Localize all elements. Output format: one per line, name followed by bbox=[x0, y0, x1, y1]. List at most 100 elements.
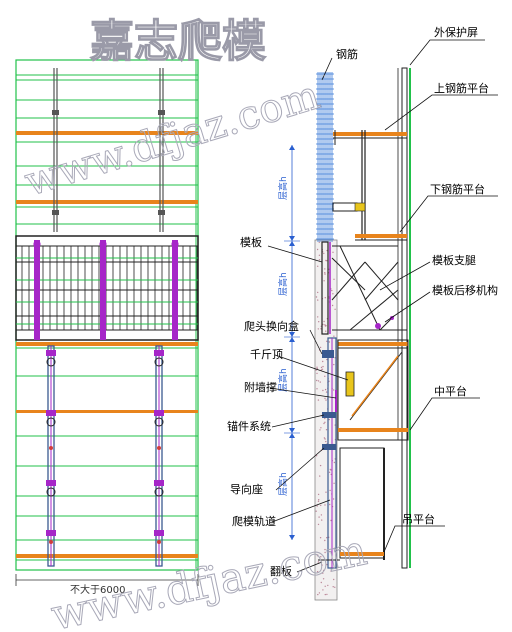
callout-labels: 钢筋 外保护屏 上钢筋平台 下钢筋平台 模板 模板支腿 模板后移机构 爬头换向盒… bbox=[227, 25, 498, 578]
aggregate-dot bbox=[315, 296, 318, 298]
aggregate-dot bbox=[318, 259, 321, 261]
aggregate-dot bbox=[328, 380, 330, 382]
aggregate-dot bbox=[327, 584, 329, 587]
width-dimension-label: 不大于6000 bbox=[70, 583, 125, 596]
aggregate-dot bbox=[319, 429, 321, 431]
label-middle-platform: 中平台 bbox=[434, 384, 467, 398]
watermark-title: 嘉志爬模 bbox=[90, 16, 266, 67]
aggregate-dot bbox=[324, 593, 326, 596]
watermark-url-bottom: www.dfjaz.com bbox=[47, 525, 371, 632]
aggregate-dot bbox=[324, 273, 326, 275]
aggregate-dot bbox=[320, 366, 323, 369]
storey-height-1: 层高h bbox=[277, 176, 289, 200]
climbing-head-box bbox=[322, 350, 334, 358]
guide-seat-shape bbox=[322, 444, 336, 450]
aggregate-dot bbox=[330, 519, 332, 522]
aggregate-dot bbox=[317, 399, 320, 401]
aggregate-dot bbox=[320, 514, 323, 516]
aggregate-dot bbox=[318, 254, 321, 256]
aggregate-dot bbox=[333, 363, 335, 366]
aggregate-dot bbox=[323, 280, 325, 282]
label-rebar: 钢筋 bbox=[336, 47, 358, 61]
aggregate-dot bbox=[325, 491, 327, 493]
aggregate-dot bbox=[323, 320, 325, 323]
hanging-deck-front bbox=[16, 554, 198, 558]
aggregate-dot bbox=[323, 437, 326, 439]
aggregate-dot bbox=[324, 417, 326, 420]
aggregate-dot bbox=[318, 516, 320, 518]
front-elevation: 不大于6000 bbox=[15, 59, 199, 596]
aggregate-dot bbox=[325, 391, 328, 393]
aggregate-dot bbox=[324, 297, 326, 299]
rebar-bundle bbox=[316, 72, 334, 242]
section-view: 层高h 层高h 层高h 层高h bbox=[277, 67, 411, 601]
upper-rails bbox=[16, 74, 198, 225]
aggregate-dot bbox=[324, 388, 327, 391]
aggregate-dot bbox=[323, 252, 325, 255]
aggregate-dot bbox=[324, 268, 326, 270]
label-guide-seat: 导向座 bbox=[230, 482, 263, 496]
rail-bolts bbox=[46, 357, 164, 497]
aggregate-dot bbox=[321, 564, 323, 566]
label-formwork-retreat: 模板后移机构 bbox=[432, 283, 498, 297]
formwork-section bbox=[321, 241, 331, 335]
aggregate-dot bbox=[320, 504, 322, 507]
aggregate-dot bbox=[316, 248, 319, 251]
aggregate-dot bbox=[333, 547, 336, 549]
aggregate-dot bbox=[325, 330, 327, 332]
upper-rebar-platform bbox=[333, 130, 407, 240]
middle-platform-deck-front bbox=[16, 342, 198, 346]
aggregate-dot bbox=[324, 397, 326, 400]
aggregate-dot bbox=[317, 291, 319, 294]
aggregate-dot bbox=[324, 375, 326, 377]
aggregate-dot bbox=[324, 421, 326, 423]
aggregate-dot bbox=[325, 440, 327, 443]
aggregate-dot bbox=[332, 586, 334, 588]
aggregate-dot bbox=[328, 471, 331, 473]
storey-dimension-chain: 层高h 层高h 层高h 层高h bbox=[277, 145, 300, 540]
aggregate-dot bbox=[320, 581, 322, 584]
formwork-panel bbox=[15, 235, 199, 341]
aggregate-dot bbox=[324, 272, 326, 274]
aggregate-dot bbox=[334, 586, 336, 588]
aggregate-dot bbox=[333, 578, 335, 581]
formwork-support-truss bbox=[331, 245, 407, 331]
label-flip-plate: 翻板 bbox=[270, 564, 292, 578]
label-anchor-system: 锚件系统 bbox=[227, 419, 271, 433]
aggregate-dot bbox=[317, 561, 320, 563]
aggregate-dot bbox=[325, 429, 328, 431]
label-wall-brace: 附墙撑 bbox=[244, 380, 277, 394]
aggregate-dot bbox=[325, 399, 327, 401]
aggregate-dot bbox=[317, 316, 319, 318]
aggregate-dot bbox=[328, 550, 330, 553]
aggregate-dot bbox=[328, 418, 330, 421]
aggregate-dot bbox=[324, 548, 326, 551]
aggregate-dot bbox=[330, 570, 332, 572]
aggregate-dot bbox=[317, 593, 319, 596]
label-outer-guard: 外保护屏 bbox=[434, 25, 478, 39]
aggregate-dot bbox=[324, 504, 326, 506]
aggregate-dot bbox=[315, 510, 317, 512]
aggregate-dot bbox=[324, 438, 326, 440]
aggregate-dot bbox=[326, 358, 328, 361]
jack-cylinder bbox=[345, 371, 355, 397]
aggregate-dot bbox=[324, 324, 326, 326]
climbing-rails-front bbox=[47, 345, 163, 567]
aggregate-dot bbox=[322, 572, 324, 574]
aggregate-dot bbox=[326, 340, 328, 342]
aggregate-dot bbox=[331, 289, 333, 292]
aggregate-dot bbox=[322, 389, 324, 392]
rail-nodes bbox=[46, 350, 164, 536]
leader-lines bbox=[267, 39, 498, 573]
aggregate-dot bbox=[333, 482, 335, 484]
anchor-seat bbox=[322, 412, 336, 418]
aggregate-dot bbox=[323, 422, 325, 425]
upper-platform-deck bbox=[16, 131, 198, 135]
aggregate-dot bbox=[324, 539, 326, 542]
aggregate-dot bbox=[319, 537, 322, 539]
aggregate-dot bbox=[320, 427, 322, 429]
label-climbing-rail: 爬模轨道 bbox=[232, 514, 276, 528]
aggregate-dot bbox=[322, 569, 325, 572]
aggregate-dot bbox=[317, 380, 320, 382]
